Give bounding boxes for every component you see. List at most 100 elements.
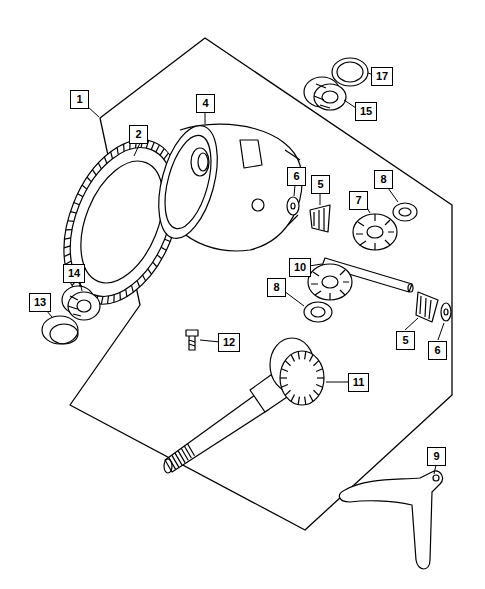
- side-gear: [353, 214, 397, 250]
- bracket: [339, 471, 442, 569]
- pinion-tooth: [298, 351, 299, 359]
- leader-lines: [46, 73, 444, 474]
- spline: [188, 444, 195, 456]
- pinion-tooth: [298, 397, 299, 405]
- gear-tooth: [146, 269, 152, 274]
- callout-number: 13: [34, 297, 46, 308]
- pinion-tooth: [310, 394, 314, 401]
- callout-number: 11: [353, 377, 365, 388]
- differential-case: [148, 119, 302, 251]
- callout-box: 8: [374, 170, 393, 189]
- gear-tooth: [65, 236, 71, 241]
- gear-tooth: [160, 148, 164, 156]
- pinion-tooth: [316, 384, 323, 387]
- callout-number: 1: [76, 94, 82, 105]
- callout-number: 2: [135, 129, 141, 140]
- gear-tooth: [117, 292, 122, 299]
- pinion-tooth: [316, 369, 323, 372]
- gear-tooth: [121, 144, 126, 151]
- gear-tooth: [74, 203, 80, 205]
- callout-number: 14: [68, 268, 80, 279]
- pinion-tooth: [291, 394, 295, 401]
- gear-tooth: [106, 296, 111, 304]
- pinion-mate-gear: [310, 205, 330, 232]
- bearing-cup: [42, 316, 78, 344]
- bearing-cone: [304, 77, 346, 110]
- side-gear: [308, 264, 352, 300]
- gear-tooth: [141, 275, 147, 281]
- thrust-washer: [287, 197, 299, 215]
- gear-tooth: [135, 281, 141, 287]
- bolt: [186, 330, 198, 350]
- callout-box: 6: [428, 341, 447, 360]
- bracket-hole: [433, 475, 439, 481]
- pinion-tooth: [313, 361, 318, 366]
- pinion-tooth: [305, 351, 306, 359]
- callout-box: 14: [63, 264, 85, 283]
- gear-tooth: [152, 262, 158, 267]
- gear-tooth: [161, 247, 167, 250]
- gear-tooth: [156, 145, 160, 153]
- callout-box: 9: [427, 447, 446, 466]
- callout-number: 10: [294, 262, 306, 273]
- gear-tooth: [66, 227, 72, 232]
- callout-number: 12: [223, 337, 235, 348]
- callout-box: 10: [289, 258, 311, 277]
- gear-tooth: [111, 295, 116, 303]
- gear-tooth: [100, 296, 104, 304]
- callout-box: 5: [311, 175, 330, 194]
- gear-tooth: [86, 177, 92, 182]
- side-gear-washer: [393, 203, 417, 221]
- gear-tooth: [164, 152, 169, 160]
- callout-box: 12: [218, 333, 240, 352]
- gear-tooth: [64, 252, 70, 258]
- pinion-tooth: [305, 397, 306, 405]
- pinion-gear-shaft: [164, 338, 324, 473]
- gear-tooth: [77, 194, 83, 197]
- callout-box: 8: [267, 278, 286, 297]
- callout-number: 15: [360, 106, 372, 117]
- gear-tooth: [129, 285, 135, 292]
- gear-tooth: [97, 163, 103, 169]
- callout-box: 2: [129, 125, 148, 144]
- pinion-tooth: [280, 377, 287, 378]
- gear-tooth: [81, 185, 87, 189]
- callout-box: 17: [371, 67, 393, 86]
- gear-tooth: [68, 219, 74, 223]
- gear-tooth: [91, 170, 97, 175]
- callout-number: 7: [355, 195, 361, 206]
- bearing-cone: [62, 286, 100, 320]
- gear-tooth: [103, 157, 109, 163]
- callout-number: 5: [317, 179, 323, 190]
- pinion-tooth: [313, 390, 318, 395]
- pinion-tooth: [281, 384, 288, 387]
- callout-number: 6: [293, 171, 299, 182]
- thrust-washer: [441, 303, 451, 321]
- callout-number: 17: [376, 71, 388, 82]
- gear-tooth: [165, 239, 171, 241]
- gear-tooth: [115, 148, 121, 155]
- callout-box: 5: [396, 331, 415, 350]
- gear-tooth: [109, 152, 115, 159]
- pinion-tooth: [285, 361, 290, 366]
- callout-number: 5: [402, 335, 408, 346]
- callout-number: 6: [434, 345, 440, 356]
- callout-number: 9: [433, 451, 439, 462]
- pinion-mate-gear: [416, 292, 438, 322]
- gear-tooth: [123, 289, 129, 296]
- callout-number: 8: [273, 282, 279, 293]
- callout-box: 4: [196, 94, 215, 113]
- callout-number: 4: [202, 98, 208, 109]
- callout-box: 11: [348, 373, 369, 392]
- pinion-tooth: [281, 369, 288, 372]
- pinion-tooth: [285, 390, 290, 395]
- gear-tooth: [156, 255, 162, 259]
- bearing-cup: [332, 58, 368, 86]
- pinion-tooth: [291, 355, 295, 362]
- gear-tooth: [70, 211, 76, 214]
- gear-tooth: [151, 142, 154, 149]
- callout-box: 13: [29, 293, 51, 312]
- pinion-tooth: [310, 355, 314, 362]
- callout-box: 15: [355, 102, 377, 121]
